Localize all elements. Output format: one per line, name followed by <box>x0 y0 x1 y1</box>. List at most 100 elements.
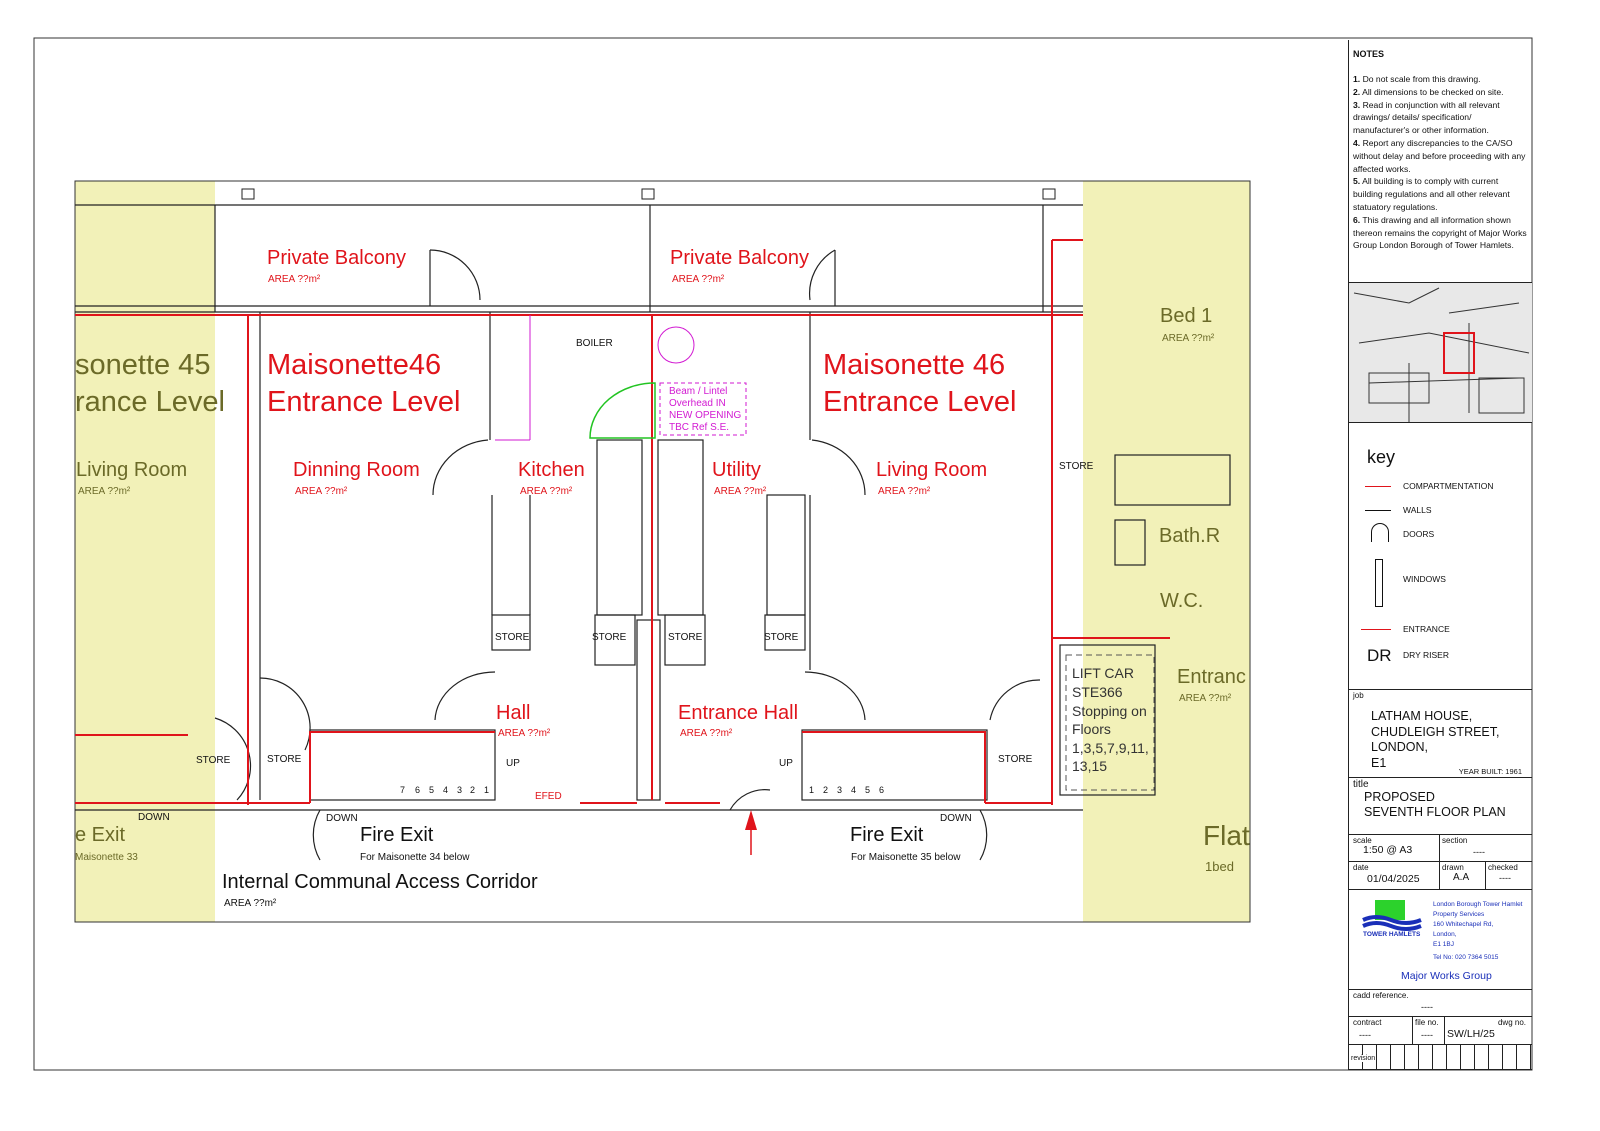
svg-text:STE366: STE366 <box>1072 684 1123 700</box>
svg-text:TBC Ref S.E.: TBC Ref S.E. <box>669 422 729 433</box>
lift-car-box <box>1065 654 1155 791</box>
svg-text:Hall: Hall <box>496 702 530 724</box>
flat-sub-label: 1bed <box>1205 859 1234 874</box>
svg-text:DOWN: DOWN <box>326 813 358 824</box>
svg-text:LIFT CAR: LIFT CAR <box>1072 665 1134 681</box>
svg-text:Fire Exit: Fire Exit <box>360 824 434 846</box>
svg-text:Utility: Utility <box>712 459 761 481</box>
svg-text:STORE: STORE <box>196 755 231 766</box>
svg-text:AREA ??m²: AREA ??m² <box>295 486 348 497</box>
date-value: 01/04/2025 <box>1367 873 1420 885</box>
flat-label: Flat <box>1203 820 1250 851</box>
svg-text:W.C.: W.C. <box>1160 590 1203 612</box>
svg-text:AREA ??m²: AREA ??m² <box>714 486 767 497</box>
svg-text:3: 3 <box>457 785 462 795</box>
new-opening-door <box>589 382 656 439</box>
window-icon <box>1375 559 1383 607</box>
svg-text:Maisonette 46: Maisonette 46 <box>823 349 1005 381</box>
small-labels: BOILER STORE STORE STORE STORE STORE STO… <box>138 338 1094 824</box>
svg-text:Private Balcony: Private Balcony <box>670 247 809 269</box>
svg-text:DOWN: DOWN <box>138 812 170 823</box>
key-compartmentation: COMPARTMENTATION <box>1403 481 1494 491</box>
svg-text:Entrance Level: Entrance Level <box>267 386 460 418</box>
office-tel: Tel No: 020 7364 5015 <box>1433 954 1499 961</box>
section-value: ---- <box>1473 847 1485 857</box>
balcony-labels: Private Balcony AREA ??m² Private Balcon… <box>267 247 809 285</box>
note-item: 2. All dimensions to be checked on site. <box>1353 86 1504 97</box>
fire-exit-labels: e Exit Maisonette 33 Fire Exit For Maiso… <box>75 824 961 863</box>
drawn-value: A.A <box>1453 872 1470 883</box>
svg-text:STORE: STORE <box>998 754 1033 765</box>
svg-text:STORE: STORE <box>495 632 530 643</box>
svg-text:Maisonette46: Maisonette46 <box>267 349 441 381</box>
note-item: 6. This drawing and all information show… <box>1353 214 1527 251</box>
key-windows: WINDOWS <box>1403 574 1446 584</box>
svg-text:Living Room: Living Room <box>876 459 987 481</box>
svg-text:AREA ??m²: AREA ??m² <box>672 274 725 285</box>
stair-left: 7 6 5 4 3 2 1 <box>400 785 489 795</box>
contract-value: ---- <box>1359 1030 1371 1040</box>
office-block: TOWER HAMLETS London Borough Tower Hamle… <box>1348 890 1532 990</box>
svg-text:Entrance Level: Entrance Level <box>823 386 1016 418</box>
svg-text:AREA ??m²: AREA ??m² <box>224 898 277 909</box>
svg-text:NEW OPENING: NEW OPENING <box>669 410 741 421</box>
svg-text:2: 2 <box>470 785 475 795</box>
svg-text:AREA ??m²: AREA ??m² <box>78 486 131 497</box>
title-label: title <box>1353 779 1369 790</box>
svg-text:Kitchen: Kitchen <box>518 459 585 481</box>
job-block: job LATHAM HOUSE,CHUDLEIGH STREET,LONDON… <box>1348 690 1532 778</box>
scale-value: 1:50 @ A3 <box>1363 844 1413 856</box>
svg-text:7: 7 <box>400 785 405 795</box>
svg-text:2: 2 <box>823 785 828 795</box>
svg-text:STORE: STORE <box>668 632 703 643</box>
svg-text:5: 5 <box>429 785 434 795</box>
entrance-arrow-icon <box>1361 629 1391 630</box>
svg-text:UP: UP <box>779 758 793 769</box>
contract-row: contract ---- file no. ---- dwg no. SW/L… <box>1348 1017 1532 1045</box>
svg-text:Floors: Floors <box>1072 721 1111 737</box>
notes-panel: NOTES 1. Do not scale from this drawing.… <box>1348 40 1532 283</box>
svg-text:DOWN: DOWN <box>940 813 972 824</box>
key-entrance: ENTRANCE <box>1403 624 1450 634</box>
location-map <box>1348 283 1532 423</box>
compartmentation-swatch <box>1365 486 1391 487</box>
svg-text:e Exit: e Exit <box>75 824 125 846</box>
door-icon <box>1371 523 1389 542</box>
key-walls: WALLS <box>1403 505 1432 515</box>
svg-text:Stopping on: Stopping on <box>1072 703 1147 719</box>
svg-text:AREA ??m²: AREA ??m² <box>878 486 931 497</box>
svg-text:6: 6 <box>879 785 884 795</box>
revision-label: revision <box>1351 1055 1376 1062</box>
svg-text:Dinning Room: Dinning Room <box>293 459 420 481</box>
svg-text:13,15: 13,15 <box>1072 758 1107 774</box>
notes-list: 1. Do not scale from this drawing. 2. Al… <box>1349 73 1532 252</box>
beam-note-box <box>659 382 747 436</box>
svg-text:4: 4 <box>443 785 448 795</box>
svg-text:AREA ??m²: AREA ??m² <box>268 274 321 285</box>
svg-text:BOILER: BOILER <box>576 338 613 349</box>
svg-text:AREA ??m²: AREA ??m² <box>1162 333 1215 344</box>
walls-swatch <box>1365 510 1391 511</box>
walls <box>75 204 1231 861</box>
svg-text:AREA ??m²: AREA ??m² <box>680 728 733 739</box>
room-labels: Living Room AREA ??m² Dinning Room AREA … <box>76 305 1246 909</box>
svg-text:Entranc: Entranc <box>1177 666 1246 688</box>
svg-text:AREA ??m²: AREA ??m² <box>498 728 551 739</box>
svg-text:STORE: STORE <box>592 632 627 643</box>
entrance-arrow-head <box>745 810 757 830</box>
key-doors: DOORS <box>1403 529 1435 539</box>
svg-text:STORE: STORE <box>764 632 799 643</box>
svg-text:Entrance Hall: Entrance Hall <box>678 702 798 724</box>
boiler-flue-marker <box>657 326 695 364</box>
sheet-border <box>33 37 1533 1071</box>
svg-text:Bed 1: Bed 1 <box>1160 305 1212 327</box>
svg-text:AREA ??m²: AREA ??m² <box>1179 693 1232 704</box>
job-label: job <box>1353 691 1364 700</box>
lift-note: LIFT CAR STE366 Stopping on Floors 1,3,5… <box>1072 665 1149 774</box>
svg-text:Fire Exit: Fire Exit <box>850 824 924 846</box>
svg-text:Maisonette 33: Maisonette 33 <box>75 852 138 863</box>
